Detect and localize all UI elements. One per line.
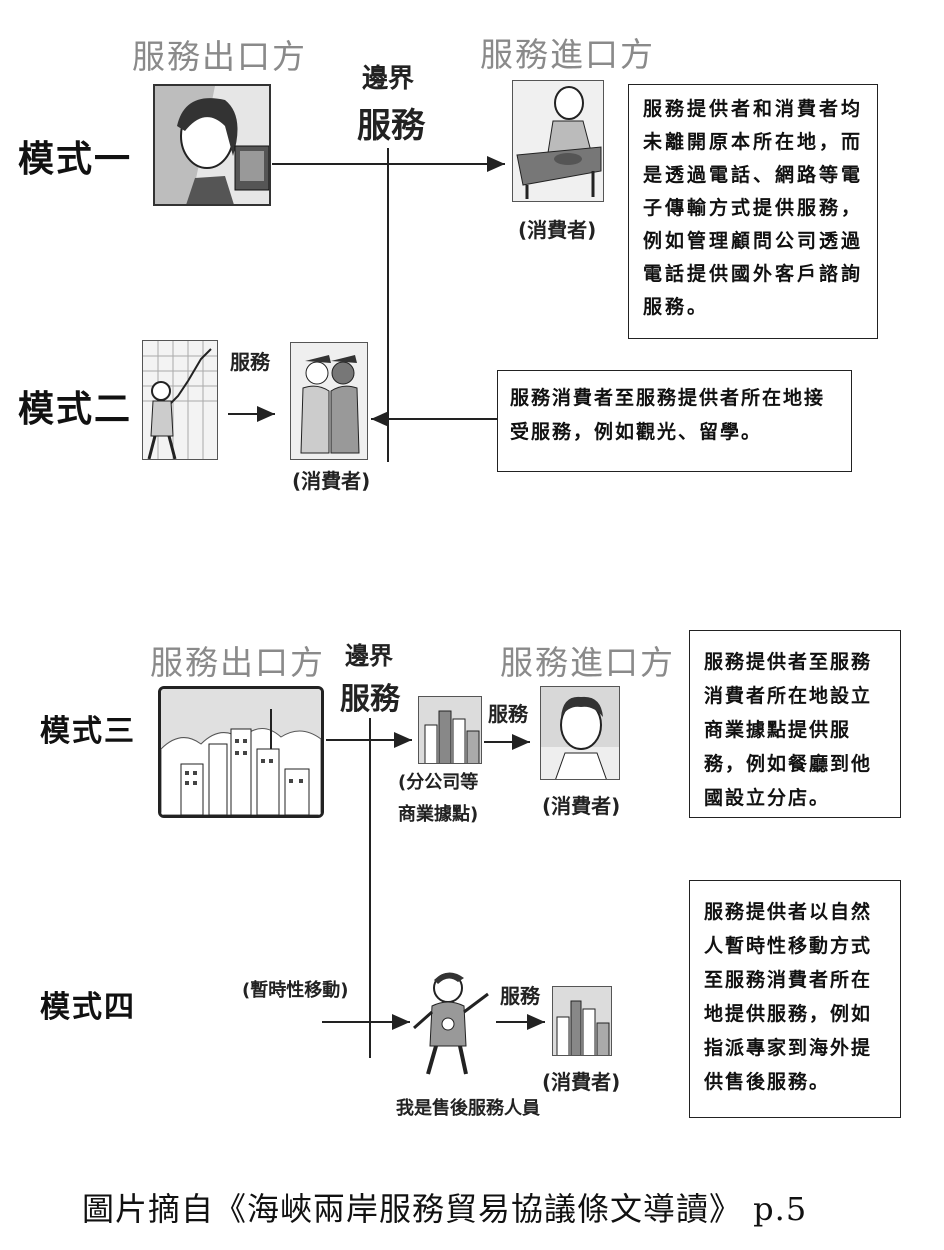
mode1-label: 模式一 bbox=[18, 138, 133, 180]
mode2-label: 模式二 bbox=[18, 388, 133, 430]
border-label-line1-top: 邊界 bbox=[362, 64, 415, 94]
mode2-description-box: 服務消費者至服務提供者所在地接受服務，例如觀光、留學。 bbox=[497, 370, 852, 472]
exporter-heading-top: 服務出口方 bbox=[132, 37, 307, 76]
consumer-label-mode3: (消費者) bbox=[542, 794, 621, 818]
service-label-mode2: 服務 bbox=[230, 350, 270, 374]
city-skyline-icon bbox=[158, 686, 324, 818]
service-label-mode4: 服務 bbox=[500, 984, 540, 1008]
service-staff-caption: 我是售後服務人員 bbox=[396, 1098, 540, 1119]
branch-label-line1: (分公司等 bbox=[398, 772, 479, 793]
exporter-heading-bottom: 服務出口方 bbox=[150, 643, 325, 682]
mode1-description-box: 服務提供者和消費者均未離開原本所在地，而是透過電話、網路等電子傳輸方式提供服務，… bbox=[628, 84, 878, 339]
importer-heading-top: 服務進口方 bbox=[480, 35, 655, 74]
branch-building-icon bbox=[418, 696, 482, 764]
consumer-city-icon bbox=[552, 986, 612, 1056]
consumer-man-icon bbox=[540, 686, 620, 780]
mode4-label: 模式四 bbox=[40, 990, 136, 1025]
consumer-label-mode4: (消費者) bbox=[542, 1070, 621, 1094]
woman-at-computer-icon bbox=[153, 84, 271, 206]
consumer-label-mode2: (消費者) bbox=[292, 469, 371, 493]
graduates-icon bbox=[290, 342, 368, 460]
mode3-label: 模式三 bbox=[40, 714, 136, 749]
importer-heading-bottom: 服務進口方 bbox=[500, 643, 675, 682]
border-label-line2-top: 服務 bbox=[357, 106, 425, 146]
man-on-phone-icon bbox=[512, 80, 604, 202]
branch-label-line2: 商業據點) bbox=[398, 804, 479, 825]
mode4-description-box: 服務提供者以自然人暫時性移動方式至服務消費者所在地提供服務，例如指派專家到海外提… bbox=[689, 880, 901, 1118]
temporary-movement-label: (暫時性移動) bbox=[242, 980, 349, 1001]
service-staff-icon bbox=[408, 966, 492, 1076]
service-label-mode3: 服務 bbox=[488, 702, 528, 726]
consumer-label-mode1: (消費者) bbox=[518, 218, 597, 242]
border-label-line1-bottom: 邊界 bbox=[345, 642, 393, 670]
source-caption: 圖片摘自《海峽兩岸服務貿易協議條文導讀》 p.5 bbox=[82, 1190, 808, 1228]
presenter-chart-icon bbox=[142, 340, 218, 460]
mode3-description-box: 服務提供者至服務消費者所在地設立商業據點提供服務，例如餐廳到他國設立分店。 bbox=[689, 630, 901, 818]
border-label-line2-bottom: 服務 bbox=[340, 682, 400, 717]
